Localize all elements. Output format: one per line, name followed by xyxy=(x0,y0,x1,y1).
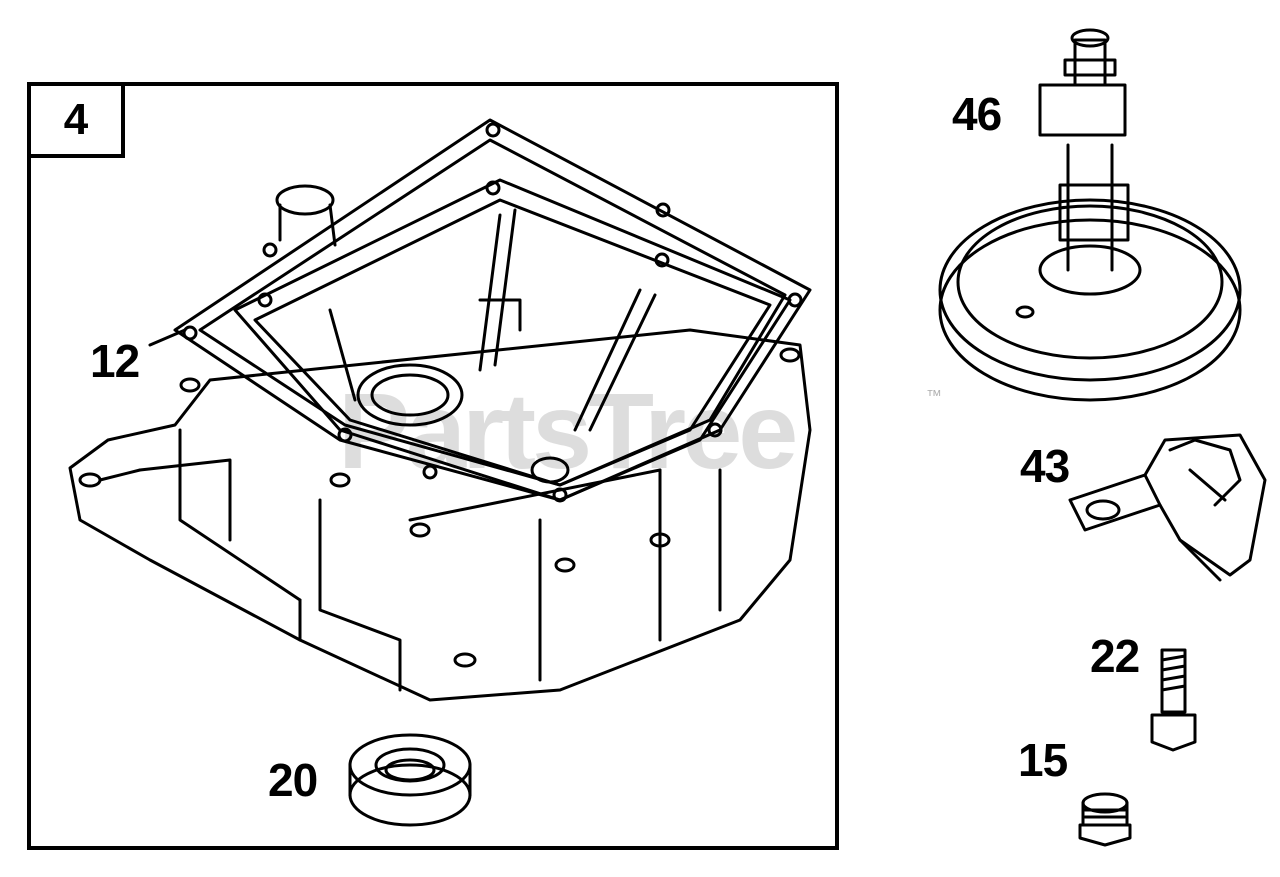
callout-15[interactable]: 15 xyxy=(1018,734,1068,786)
callout-22[interactable]: 22 xyxy=(1090,630,1140,682)
callout-12[interactable]: 12 xyxy=(90,335,140,387)
camshaft-part[interactable] xyxy=(938,28,1242,402)
oil-seal-part[interactable] xyxy=(348,733,472,827)
trademark-symbol: ™ xyxy=(926,388,942,405)
callout-43[interactable]: 43 xyxy=(1020,440,1070,492)
watermark: PartsTree xyxy=(338,370,798,491)
callout-12-leader xyxy=(148,328,187,347)
drain-plug-part[interactable] xyxy=(1078,792,1132,847)
governor-part[interactable] xyxy=(1068,433,1267,582)
gasket-part[interactable] xyxy=(173,118,812,503)
bolt-part[interactable] xyxy=(1150,648,1197,752)
diagram-index-label: 4 xyxy=(27,82,125,158)
diagram-frame xyxy=(27,82,839,850)
callout-46[interactable]: 46 xyxy=(952,88,1002,140)
callout-20[interactable]: 20 xyxy=(268,754,318,806)
